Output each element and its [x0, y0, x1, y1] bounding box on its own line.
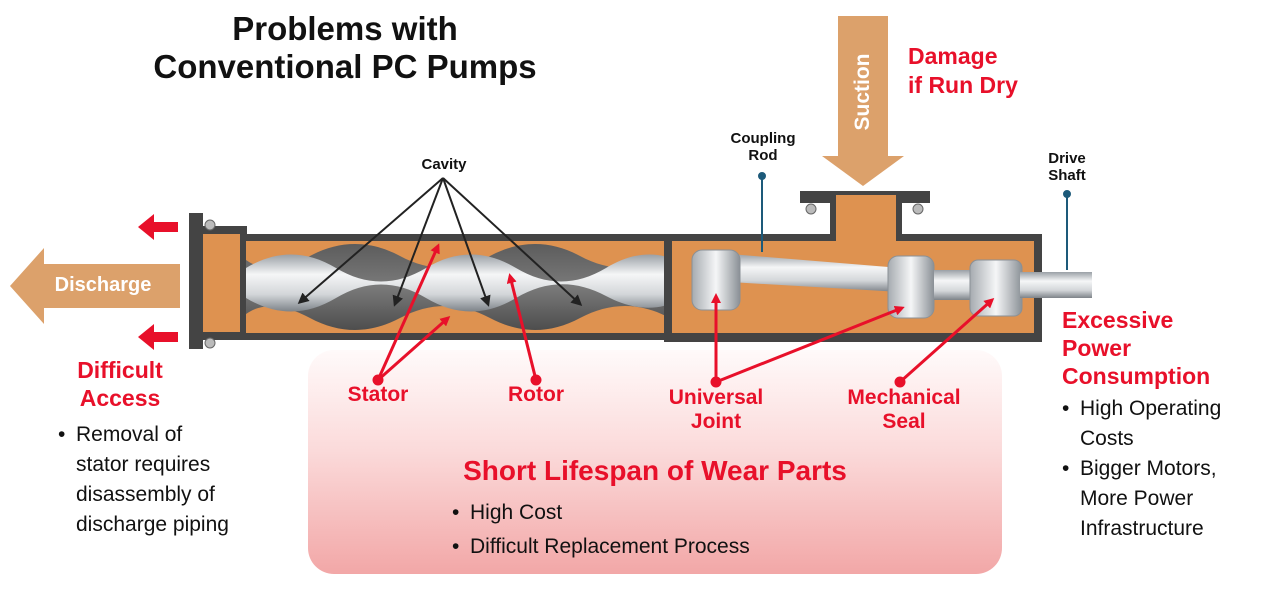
- suction-arrow: [822, 16, 904, 186]
- difficult-access-heading: Difficult Access: [62, 356, 178, 412]
- drive-shaft-shape: [1020, 272, 1092, 298]
- cavity-pointers: [297, 177, 583, 307]
- power-bullet: Bigger Motors, More Power Infrastructure: [1060, 454, 1270, 544]
- discharge-arrow: [10, 248, 180, 324]
- dry-run-line-2: if Run Dry: [908, 72, 1018, 98]
- power-bullet: High Operating Costs: [1060, 394, 1270, 454]
- mechanical-seal-line-1: Mechanical: [847, 386, 961, 409]
- blue-pointers: [758, 172, 1071, 270]
- universal-joint-line-2: Joint: [690, 410, 742, 433]
- discharge-bullets: Removal of stator requires disassembly o…: [56, 420, 276, 540]
- title-line-2: Conventional PC Pumps: [153, 48, 537, 85]
- discharge-bullet-line: stator requires: [76, 453, 211, 476]
- dry-run-line-1: Damage: [908, 43, 998, 69]
- difficult-access-line-2: Access: [79, 385, 161, 411]
- drive-shaft-label: Drive Shaft: [1036, 150, 1098, 184]
- wear-bullet: High Cost: [450, 496, 890, 530]
- discharge-label: Discharge: [54, 274, 152, 296]
- suction-flange: [800, 191, 930, 240]
- part-pointers: [372, 243, 995, 388]
- coupling-rod-line-1: Coupling: [730, 130, 796, 147]
- power-heading-line-1: Excessive: [1062, 307, 1174, 333]
- cavity-label: Cavity: [421, 156, 467, 173]
- drive-shaft-line-2: Shaft: [1048, 167, 1086, 184]
- power-bullet-line: More Power: [1080, 487, 1194, 510]
- discharge-red-arrows: [138, 214, 178, 350]
- mechanical-seal-line-2: Seal: [882, 410, 926, 433]
- discharge-bullet-line: Removal of: [76, 423, 183, 446]
- mechanical-seal-shape: [969, 259, 1023, 317]
- power-heading-line-3: Consumption: [1062, 363, 1211, 389]
- power-bullet-line: Costs: [1080, 427, 1134, 450]
- wear-bullet: Difficult Replacement Process: [450, 530, 890, 564]
- discharge-bullet-line: disassembly of: [76, 483, 215, 506]
- discharge-bullet: Removal of stator requires disassembly o…: [56, 420, 276, 540]
- universal-joint-line-1: Universal: [668, 386, 764, 409]
- discharge-bullet-line: discharge piping: [76, 513, 229, 536]
- coupling-rod-line-2: Rod: [748, 147, 778, 164]
- difficult-access-line-1: Difficult: [77, 357, 163, 383]
- power-bullet-line: Infrastructure: [1080, 517, 1204, 540]
- suction-housing: [664, 232, 1042, 342]
- drive-shaft-line-1: Drive: [1048, 150, 1086, 167]
- coupling-rod-shape: [730, 254, 900, 292]
- power-bullet-line: Bigger Motors,: [1080, 457, 1217, 480]
- suction-label: Suction: [851, 53, 874, 131]
- discharge-flange: [189, 213, 247, 349]
- power-bullets: High Operating Costs Bigger Motors, More…: [1060, 394, 1270, 544]
- stator-label: Stator: [347, 383, 409, 406]
- dry-run-warning: Damage if Run Dry: [908, 42, 1018, 100]
- coupling-rod-label: Coupling Rod: [718, 130, 808, 164]
- stator-tube: [240, 234, 680, 340]
- power-heading-line-2: Power: [1062, 335, 1132, 361]
- wear-parts-heading: Short Lifespan of Wear Parts: [463, 455, 847, 486]
- power-heading: Excessive Power Consumption: [1062, 306, 1210, 390]
- page-title: Problems with Conventional PC Pumps: [130, 10, 560, 86]
- rotor-shape: [246, 254, 680, 312]
- wear-parts-bullets: High Cost Difficult Replacement Process: [450, 496, 890, 564]
- title-line-1: Problems with: [232, 10, 458, 47]
- rotor-label: Rotor: [508, 383, 564, 406]
- power-bullet-line: High Operating: [1080, 397, 1222, 420]
- universal-joint-label: Universal Joint: [654, 386, 778, 434]
- mechanical-seal-label: Mechanical Seal: [830, 386, 978, 434]
